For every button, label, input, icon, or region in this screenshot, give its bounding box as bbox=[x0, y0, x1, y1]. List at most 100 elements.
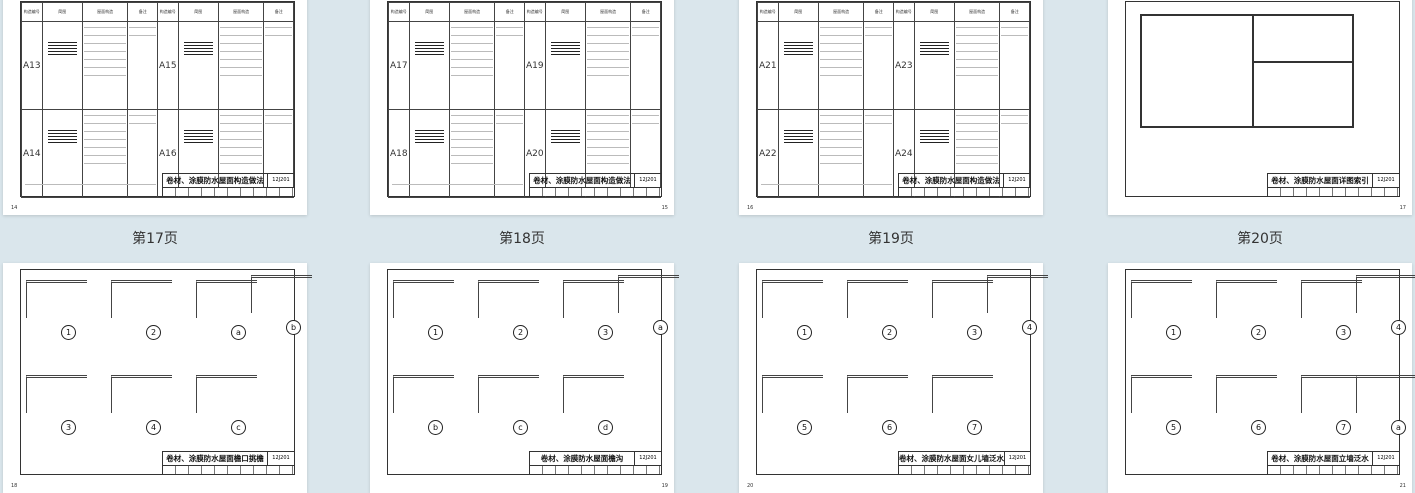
detail-number-circle: d bbox=[598, 420, 613, 435]
remarks bbox=[630, 109, 661, 198]
table-header: 备注 bbox=[630, 2, 661, 22]
remarks bbox=[263, 21, 294, 110]
construction-layers bbox=[217, 21, 265, 110]
detail-drawing bbox=[563, 375, 624, 413]
notes bbox=[761, 178, 893, 192]
detail-number-circle: 2 bbox=[882, 325, 897, 340]
detail-number-circle: 3 bbox=[967, 325, 982, 340]
standard-number: 12J201 bbox=[1372, 452, 1399, 465]
detail-drawing bbox=[563, 280, 624, 318]
section-sketch bbox=[41, 21, 83, 110]
section-sketch bbox=[408, 21, 450, 110]
remarks bbox=[263, 109, 294, 198]
detail-drawing bbox=[1356, 275, 1415, 313]
detail-drawing bbox=[987, 275, 1048, 313]
detail-drawing bbox=[26, 280, 87, 318]
construction-layers bbox=[817, 21, 865, 110]
printed-page-number: 21 bbox=[1399, 483, 1406, 489]
detail-number-circle: 3 bbox=[598, 325, 613, 340]
standard-number: 12J201 bbox=[634, 174, 661, 187]
table-header: 简图 bbox=[177, 2, 219, 22]
detail-number-circle: 5 bbox=[797, 420, 812, 435]
detail-number-circle: c bbox=[513, 420, 528, 435]
page-label[interactable]: 第17页 bbox=[132, 231, 178, 247]
section-sketch bbox=[913, 21, 955, 110]
construction-code: A13 bbox=[21, 21, 43, 110]
page-label[interactable]: 第20页 bbox=[1237, 231, 1283, 247]
printed-page-number: 16 bbox=[747, 205, 754, 211]
detail-number-circle: 4 bbox=[1391, 320, 1406, 335]
detail-number-circle: 3 bbox=[61, 420, 76, 435]
construction-code: A21 bbox=[757, 21, 779, 110]
table-header: 备注 bbox=[999, 2, 1030, 22]
drawing-title: 卷材、涂膜防水屋面构造做法 bbox=[166, 176, 264, 185]
roof-plan bbox=[1140, 14, 1354, 128]
construction-code: A17 bbox=[388, 21, 410, 110]
remarks bbox=[999, 21, 1030, 110]
detail-number-circle: 1 bbox=[61, 325, 76, 340]
section-sketch bbox=[913, 109, 955, 198]
detail-drawing bbox=[1301, 280, 1362, 318]
detail-number-circle: 4 bbox=[146, 420, 161, 435]
page-label[interactable]: 第18页 bbox=[499, 231, 545, 247]
table-header: 屋面构造 bbox=[217, 2, 265, 22]
table-header: 屋面构造 bbox=[584, 2, 632, 22]
remarks bbox=[999, 109, 1030, 198]
detail-drawing bbox=[762, 375, 823, 413]
table-header: 构造编号 bbox=[21, 2, 43, 22]
table-header: 构造编号 bbox=[523, 2, 546, 22]
printed-page-number: 18 bbox=[11, 483, 18, 489]
table-header: 构造编号 bbox=[757, 2, 779, 22]
detail-drawing bbox=[847, 375, 908, 413]
table-header: 备注 bbox=[127, 2, 158, 22]
table-header: 构造编号 bbox=[156, 2, 179, 22]
detail-number-circle: 4 bbox=[1022, 320, 1037, 335]
drawing-title: 卷材、涂膜防水屋面女儿墙泛水 bbox=[898, 454, 1004, 463]
table-header: 屋面构造 bbox=[817, 2, 865, 22]
drawing-title: 卷材、涂膜防水屋面详图索引 bbox=[1271, 176, 1369, 185]
section-sketch bbox=[177, 21, 219, 110]
drawing-title: 卷材、涂膜防水屋面立墙泛水 bbox=[1271, 454, 1369, 463]
detail-drawing bbox=[196, 280, 257, 318]
detail-number-circle: 1 bbox=[428, 325, 443, 340]
table-header: 备注 bbox=[494, 2, 525, 22]
detail-number-circle: b bbox=[428, 420, 443, 435]
detail-drawing bbox=[1131, 280, 1192, 318]
detail-number-circle: 3 bbox=[1336, 325, 1351, 340]
detail-drawing bbox=[618, 275, 679, 313]
drawing-title: 卷材、涂膜防水屋面构造做法 bbox=[902, 176, 1000, 185]
detail-number-circle: 2 bbox=[146, 325, 161, 340]
detail-drawing bbox=[111, 375, 172, 413]
page-label[interactable]: 第19页 bbox=[868, 231, 914, 247]
detail-number-circle: 2 bbox=[1251, 325, 1266, 340]
standard-number: 12J201 bbox=[1372, 174, 1399, 187]
section-sketch bbox=[777, 21, 819, 110]
table-header: 简图 bbox=[544, 2, 586, 22]
printed-page-number: 15 bbox=[661, 205, 668, 211]
drawing-title: 卷材、涂膜防水屋面构造做法 bbox=[533, 176, 631, 185]
table-header: 屋面构造 bbox=[953, 2, 1001, 22]
detail-number-circle: 7 bbox=[967, 420, 982, 435]
remarks bbox=[127, 21, 158, 110]
standard-number: 12J201 bbox=[267, 452, 294, 465]
table-header: 构造编号 bbox=[388, 2, 410, 22]
detail-number-circle: 5 bbox=[1166, 420, 1181, 435]
